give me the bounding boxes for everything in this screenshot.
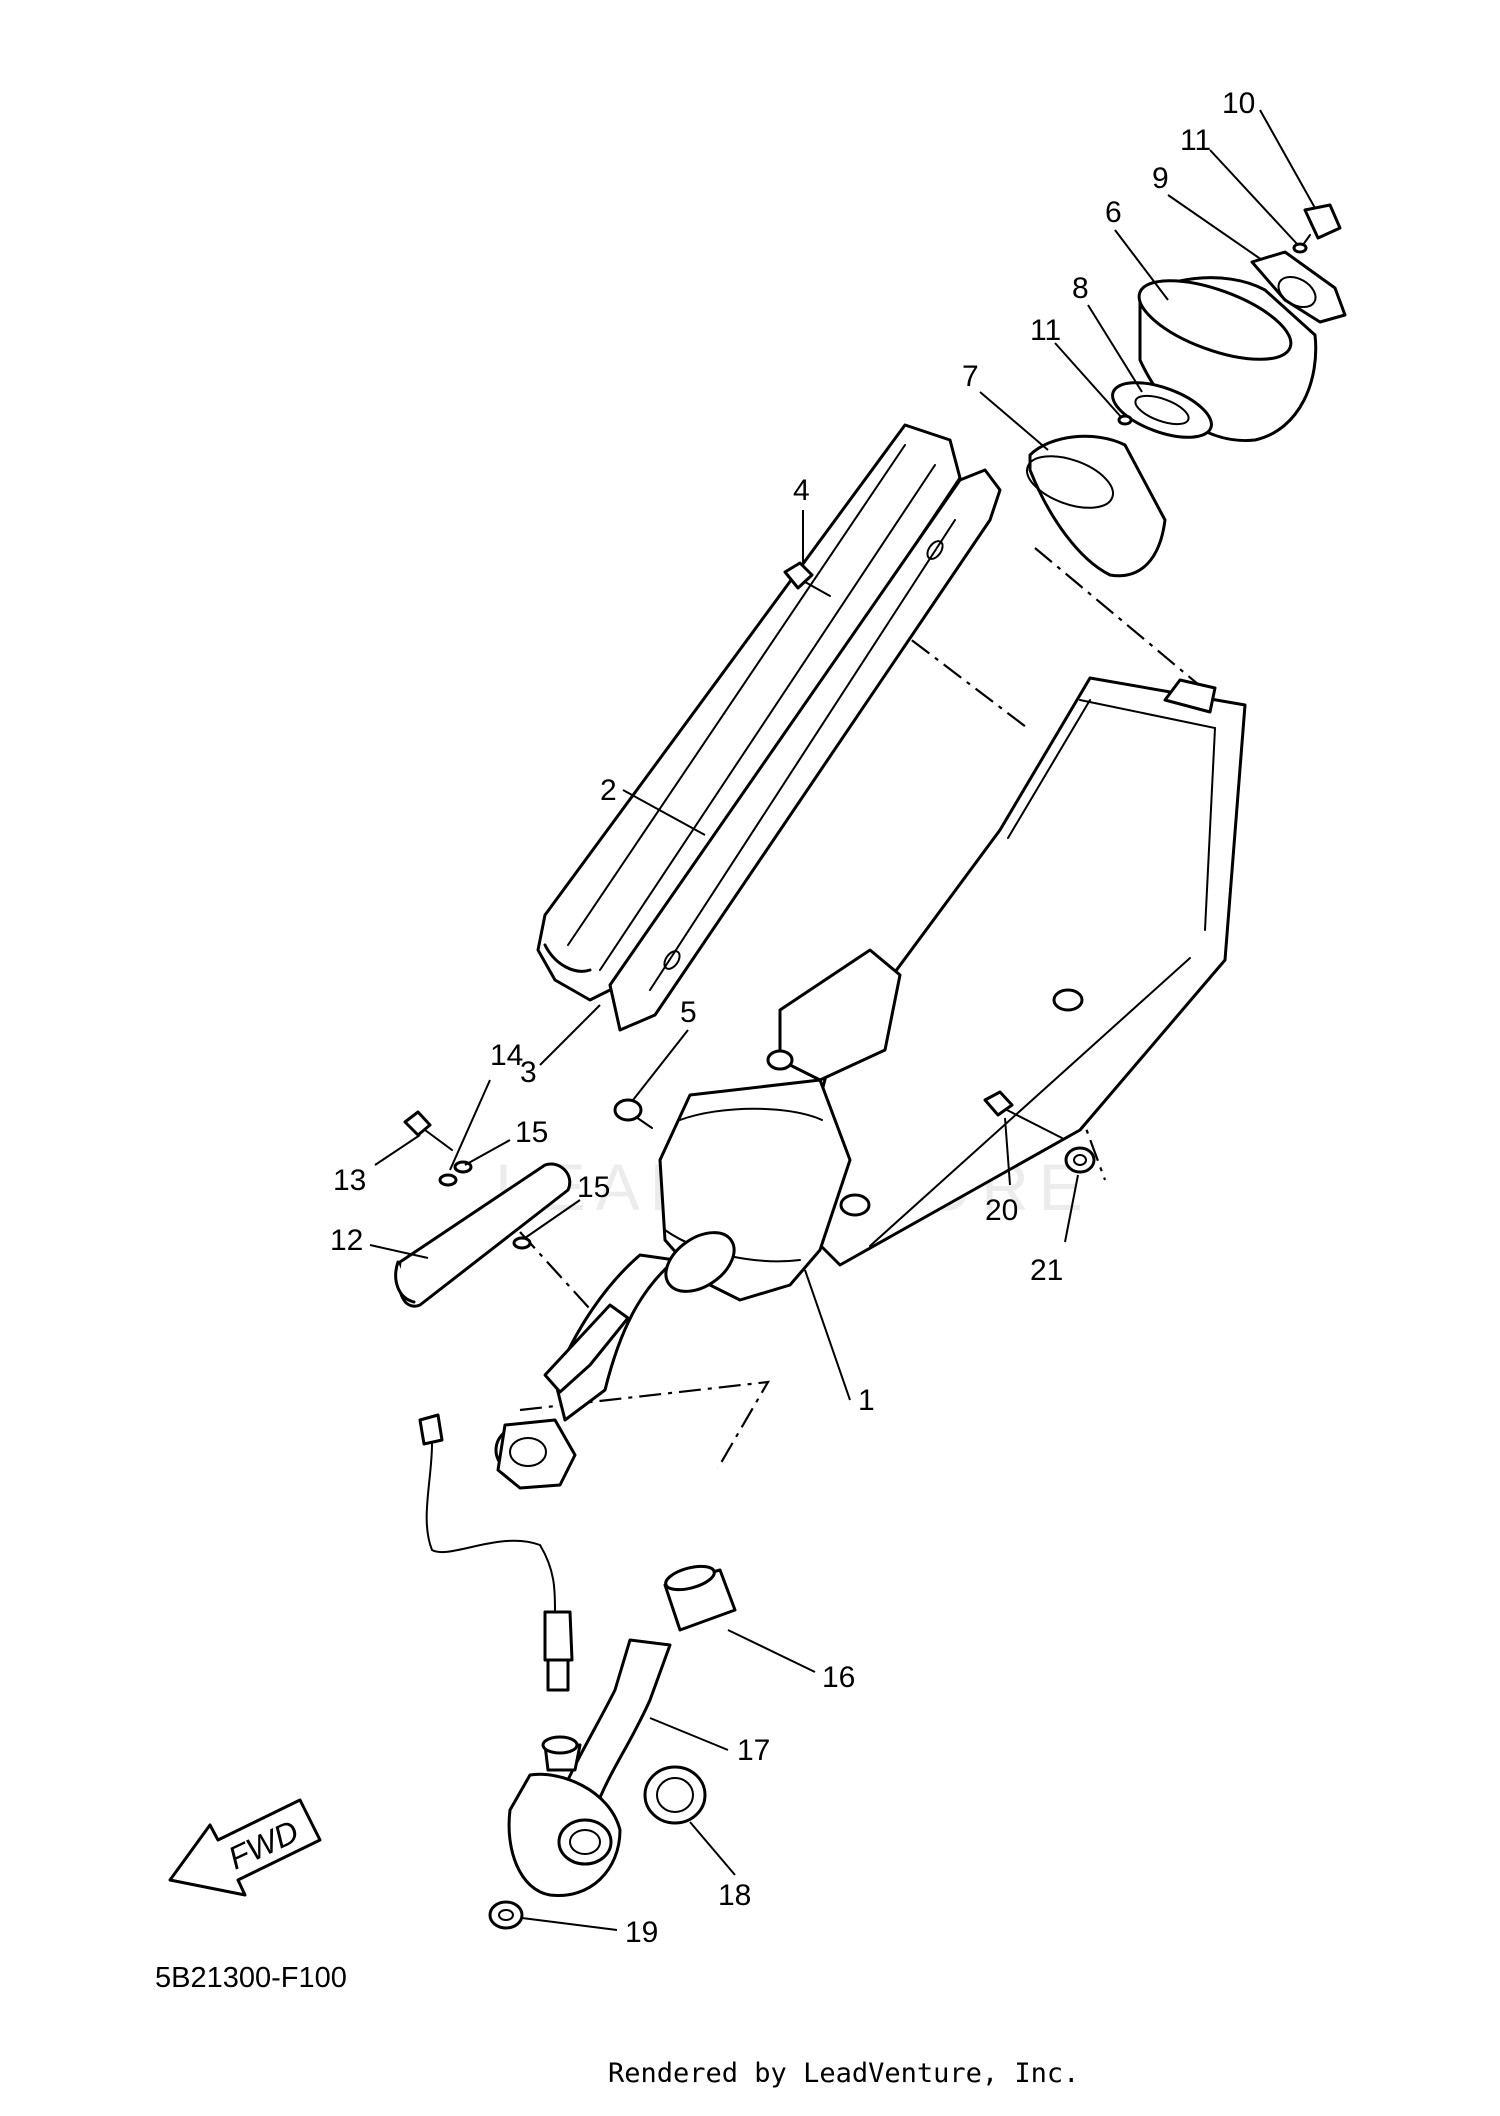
callout-17: 17 bbox=[737, 1734, 770, 1767]
bolt-4 bbox=[783, 561, 831, 597]
screw-13 bbox=[403, 1110, 453, 1151]
callout-9: 9 bbox=[1152, 162, 1169, 195]
callout-20: 20 bbox=[985, 1194, 1018, 1227]
heat-protector-outer bbox=[536, 423, 962, 1002]
exhaust-pipe bbox=[488, 1564, 737, 1930]
callout-15-upper: 15 bbox=[515, 1116, 548, 1149]
fwd-arrow: FWD bbox=[168, 1798, 322, 1897]
callout-21: 21 bbox=[1030, 1254, 1063, 1287]
callout-5: 5 bbox=[680, 996, 697, 1029]
callout-3: 3 bbox=[520, 1056, 537, 1089]
o2-sensor bbox=[418, 1413, 574, 1692]
callout-15-lower: 15 bbox=[577, 1171, 610, 1204]
callout-7: 7 bbox=[962, 360, 979, 393]
callout-8: 8 bbox=[1072, 272, 1089, 305]
callout-12: 12 bbox=[330, 1224, 363, 1257]
washer-21 bbox=[1064, 1146, 1096, 1174]
callout-10: 10 bbox=[1222, 87, 1255, 120]
leader-lines bbox=[369, 109, 1316, 1931]
footer-credit: Rendered by LeadVenture, Inc. bbox=[608, 2058, 1079, 2089]
part-code: 5B21300-F100 bbox=[155, 1962, 347, 1994]
callout-1: 1 bbox=[858, 1384, 875, 1417]
callout-19: 19 bbox=[625, 1916, 658, 1949]
bolt-20 bbox=[983, 1090, 1063, 1139]
callout-16: 16 bbox=[822, 1661, 855, 1694]
muffler-body bbox=[494, 676, 1247, 1490]
bolt-5 bbox=[613, 1098, 653, 1129]
tail-cover-assembly bbox=[1026, 203, 1347, 578]
callout-11-lower: 11 bbox=[1030, 314, 1061, 347]
heat-protector-inner bbox=[608, 468, 1002, 1032]
callout-14: 14 bbox=[490, 1039, 523, 1072]
callout-18: 18 bbox=[718, 1879, 751, 1912]
callout-2: 2 bbox=[600, 774, 617, 807]
callouts: 1 2 3 4 5 6 7 8 9 10 11 11 12 13 14 15 1… bbox=[330, 87, 1255, 1949]
callout-11-upper: 11 bbox=[1180, 124, 1211, 157]
callout-6: 6 bbox=[1105, 196, 1122, 229]
callout-13: 13 bbox=[333, 1164, 366, 1197]
callout-4: 4 bbox=[793, 474, 810, 507]
heat-shield-small bbox=[394, 1162, 572, 1308]
